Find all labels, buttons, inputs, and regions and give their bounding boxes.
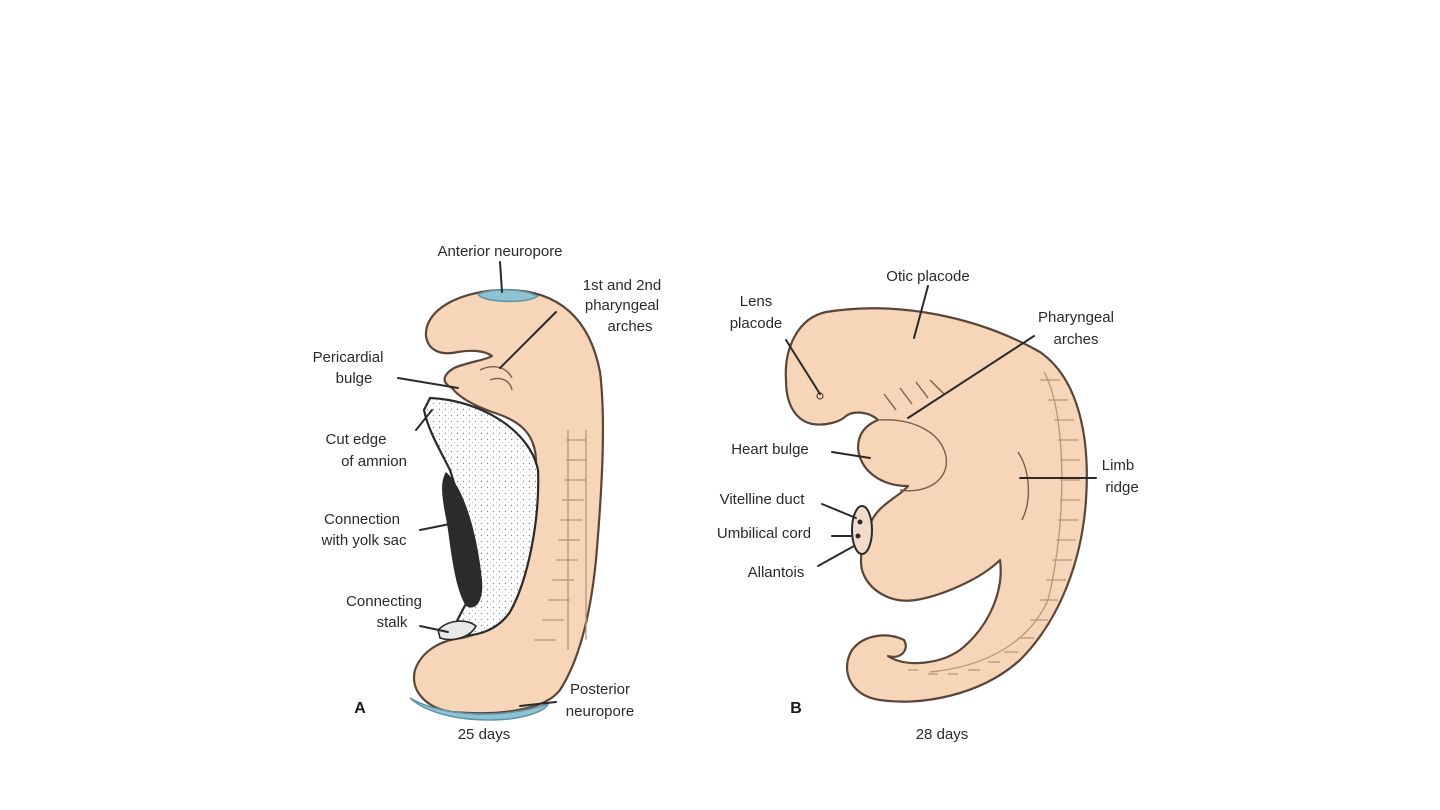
label-pericardial-line1: Pericardial [313, 349, 384, 366]
label-posterior-line1: Posterior [570, 681, 630, 698]
label-umbilical-cord: Umbilical cord [717, 525, 811, 542]
umbilical-cord-stump [852, 506, 872, 554]
label-lens-line1: Lens [740, 293, 773, 310]
panel-letter-a: A [354, 700, 366, 717]
label-lens-line2: placode [730, 315, 783, 332]
label-arches-a-line1: 1st and 2nd [583, 277, 661, 294]
label-yolk-line2: with yolk sac [320, 532, 407, 549]
label-arches-a-line2: pharyngeal [585, 297, 659, 314]
label-cut-edge-line1: Cut edge [326, 431, 387, 448]
label-limb-line2: ridge [1105, 479, 1138, 496]
label-pericardial-line2: bulge [336, 370, 373, 387]
embryo-a-drawing [410, 290, 603, 720]
label-heart-bulge: Heart bulge [731, 441, 809, 458]
label-otic-placode: Otic placode [886, 268, 969, 285]
label-arches-b-line2: arches [1053, 331, 1098, 348]
label-stalk-line2: stalk [377, 614, 408, 631]
label-stalk-line1: Connecting [346, 593, 422, 610]
embryo-b-body [786, 308, 1087, 701]
label-anterior-neuropore: Anterior neuropore [437, 243, 562, 260]
age-label-a: 25 days [458, 726, 511, 743]
label-cut-edge-line2: of amnion [341, 453, 407, 470]
label-allantois: Allantois [748, 564, 805, 581]
label-vitelline-duct: Vitelline duct [720, 491, 806, 508]
panel-letter-b: B [790, 700, 802, 717]
label-posterior-line2: neuropore [566, 703, 634, 720]
embryo-b-drawing [786, 308, 1087, 701]
age-label-b: 28 days [916, 726, 969, 743]
label-arches-a-line3: arches [607, 318, 652, 335]
label-limb-line1: Limb [1102, 457, 1135, 474]
label-arches-b-line1: Pharyngeal [1038, 309, 1114, 326]
label-yolk-line1: Connection [324, 511, 400, 528]
